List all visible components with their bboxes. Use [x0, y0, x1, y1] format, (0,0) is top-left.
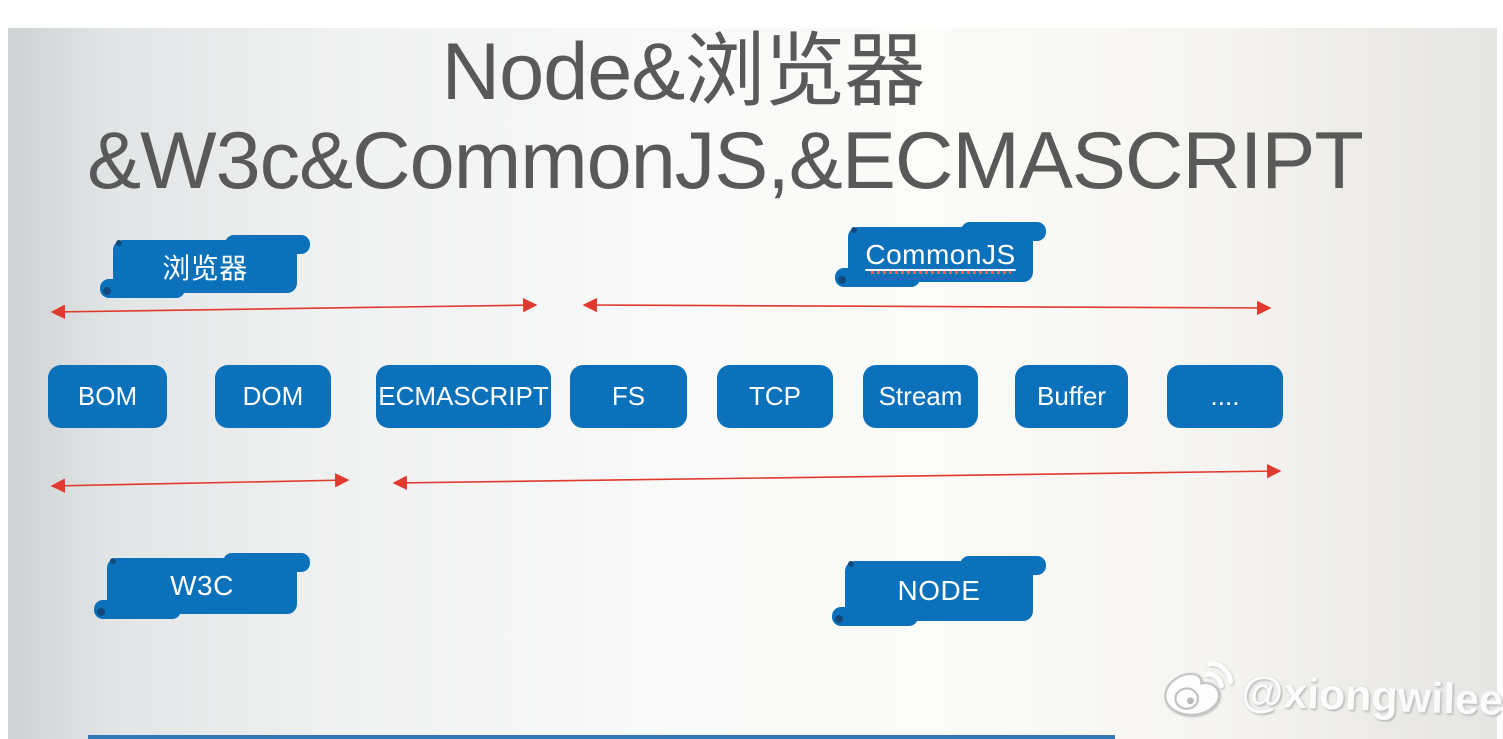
- module-box-buffer: Buffer: [1015, 365, 1128, 428]
- scroll-curl-icon: [851, 227, 857, 233]
- watermark-handle: @xiongwilee: [1240, 667, 1503, 725]
- badge-commonjs-label: CommonJS: [865, 238, 1016, 270]
- scroll-curl-icon: [116, 240, 122, 246]
- module-box-tcp: TCP: [717, 365, 833, 428]
- badge-commonjs: CommonJS: [835, 222, 1046, 287]
- module-box-fs: FS: [570, 365, 687, 428]
- spellcheck-squiggle-icon: [870, 271, 1011, 274]
- scroll-curl-icon: [848, 561, 854, 567]
- badge-node-label: NODE: [897, 575, 981, 606]
- module-box-ecmascript: ECMASCRIPT: [376, 365, 551, 428]
- title-line-2: &W3c&CommonJS,&ECMASCRIPT: [87, 116, 1364, 207]
- title-line-1: Node&浏览器: [441, 27, 926, 117]
- weibo-icon: [1164, 661, 1234, 716]
- scroll-curl-icon: [103, 287, 111, 295]
- watermark: @xiongwilee: [1157, 649, 1503, 739]
- bottom-accent-bar: [88, 735, 1115, 739]
- scroll-curl-icon: [835, 615, 843, 623]
- badge-w3c: W3C: [94, 553, 310, 619]
- badge-browser: 浏览器: [100, 235, 310, 298]
- module-box-stream: Stream: [863, 365, 978, 428]
- badge-browser-label: 浏览器: [162, 252, 248, 284]
- scroll-curl-icon: [97, 608, 105, 616]
- module-box-more: ....: [1167, 365, 1283, 428]
- scroll-curl-icon: [110, 558, 116, 564]
- module-box-dom: DOM: [215, 365, 331, 428]
- badge-w3c-label: W3C: [170, 570, 234, 601]
- page-title: Node&浏览器 &W3c&CommonJS,&ECMASCRIPT: [60, 27, 1390, 207]
- module-box-bom: BOM: [48, 365, 167, 428]
- badge-node: NODE: [832, 556, 1046, 626]
- scroll-curl-icon: [838, 276, 846, 284]
